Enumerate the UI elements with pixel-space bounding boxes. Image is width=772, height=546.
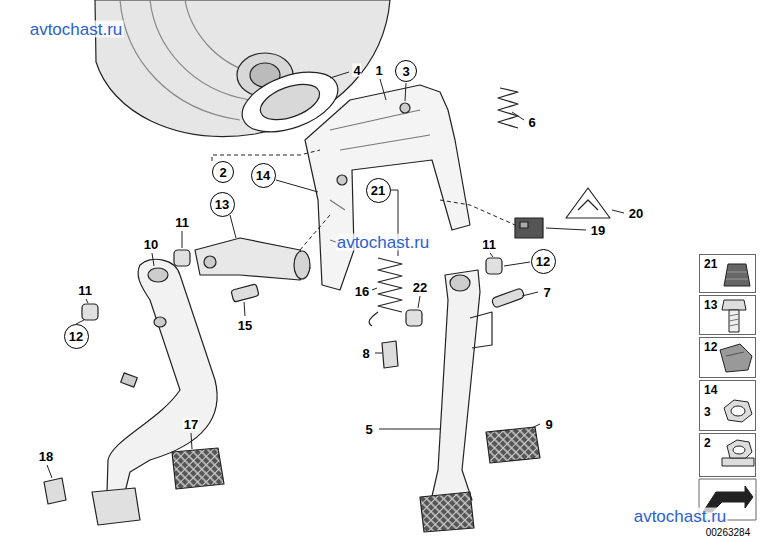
callout-number: 5 (364, 423, 373, 436)
callout-circle: 14 (251, 163, 276, 188)
callout-number: 9 (544, 418, 553, 431)
callout-number: 15 (237, 319, 253, 332)
callout-number: 11 (77, 284, 93, 297)
callout-number: 4 (352, 64, 361, 77)
callout-circle: 21 (366, 178, 391, 203)
callout-number: 11 (481, 238, 497, 251)
callout-number: 12 (703, 341, 718, 353)
callout-number: 21 (371, 184, 385, 197)
callout-number: 18 (38, 450, 54, 463)
callout-number: 11 (174, 216, 190, 229)
callout-number: 6 (527, 116, 536, 129)
callout-number: 8 (361, 347, 370, 360)
watermark: avtochast.ru (633, 508, 728, 525)
watermark: avtochast.ru (29, 21, 124, 38)
callout-number: 16 (354, 285, 370, 298)
part-icon-box: 12 (699, 337, 756, 378)
callout-number: 14 (703, 384, 718, 396)
callout-number: 20 (628, 207, 644, 220)
part-icon-box: 2 (699, 433, 756, 477)
callout-number: 13 (215, 198, 229, 211)
part-icon-box: 14 3 (699, 380, 756, 431)
callout-number: 21 (703, 258, 718, 270)
callout-number: 13 (703, 299, 718, 311)
callout-circle: 12 (531, 249, 556, 274)
callout-circle: 12 (64, 324, 89, 349)
callout-circle: 2 (212, 161, 234, 183)
callout-circle: 3 (395, 60, 417, 82)
callout-number: 17 (183, 418, 199, 431)
callout-number: 22 (412, 281, 428, 294)
callout-number: 2 (703, 437, 712, 449)
callout-number: 1 (374, 64, 383, 77)
callout-number: 3 (703, 406, 712, 418)
callout-circle: 13 (210, 192, 235, 217)
part-icon-box: 21 (699, 254, 756, 293)
callout-number: 3 (402, 65, 409, 78)
part-icon-box: 13 (699, 295, 756, 335)
diagram-number: 00263284 (705, 528, 752, 538)
callout-number: 12 (69, 330, 83, 343)
callout-number: 12 (536, 255, 550, 268)
callout-number: 7 (542, 286, 551, 299)
watermark: avtochast.ru (336, 234, 431, 251)
callout-number: 10 (143, 238, 159, 251)
callout-number: 2 (219, 166, 226, 179)
callout-number: 19 (590, 224, 606, 237)
callout-number: 14 (256, 169, 270, 182)
